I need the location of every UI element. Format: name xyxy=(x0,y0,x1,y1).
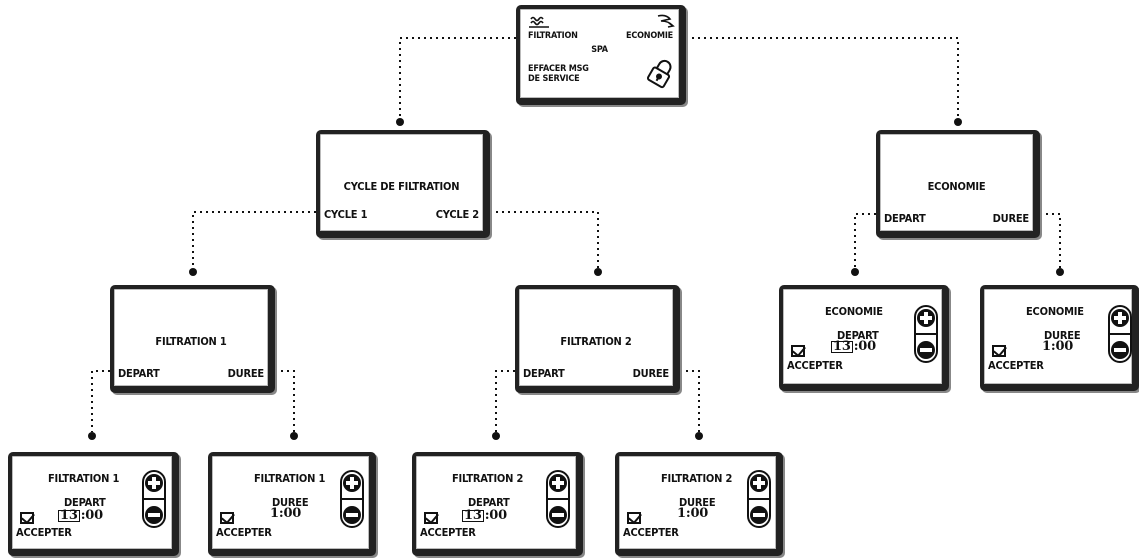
plus-icon[interactable] xyxy=(343,474,361,492)
main-menu-screen: FILTRATION ECONOMIE SPA EFFACER MSG DE S… xyxy=(516,5,686,105)
duree-option[interactable]: DUREE xyxy=(632,367,670,380)
checkmark-icon[interactable] xyxy=(992,345,1006,357)
setting-label: DUREE xyxy=(272,496,309,509)
cycle-filtration-screen: CYCLE DE FILTRATION CYCLE 1 CYCLE 2 xyxy=(316,130,490,238)
lock-icon xyxy=(646,59,672,89)
setting-label: DEPART xyxy=(64,496,106,509)
time-value: 1:00 xyxy=(270,506,302,521)
screen-title: FILTRATION 2 xyxy=(661,472,733,485)
screen-title: ECONOMIE xyxy=(927,180,986,193)
screen-title: FILTRATION 1 xyxy=(254,472,326,485)
plus-minus-control[interactable] xyxy=(340,470,364,528)
minus-icon[interactable] xyxy=(343,506,361,524)
plus-icon[interactable] xyxy=(1111,309,1129,327)
plus-minus-control[interactable] xyxy=(546,470,570,528)
spa-label: SPA xyxy=(591,45,608,55)
time-value: 1:00 xyxy=(677,506,709,521)
minus-icon[interactable] xyxy=(145,506,163,524)
economy-arrow-icon xyxy=(657,14,675,28)
plus-minus-control[interactable] xyxy=(747,470,771,528)
time-value: 1:00 xyxy=(1042,339,1074,354)
filtration2-depart-screen: FILTRATION 2 DEPART 13:00 ACCEPTER xyxy=(412,452,583,556)
setting-label: DEPART xyxy=(468,496,510,509)
checkmark-icon[interactable] xyxy=(220,512,234,524)
plus-icon[interactable] xyxy=(549,474,567,492)
plus-minus-control[interactable] xyxy=(914,305,938,363)
heat-waves-icon xyxy=(529,16,549,28)
filtration2-duree-screen: FILTRATION 2 DUREE 1:00 ACCEPTER xyxy=(615,452,783,556)
economie-depart-screen: ECONOMIE DEPART 13:00 ACCEPTER xyxy=(779,285,949,391)
screen-title: FILTRATION 2 xyxy=(560,335,632,348)
duree-option[interactable]: DUREE xyxy=(992,212,1030,225)
screen-title: ECONOMIE xyxy=(825,305,883,318)
setting-label: DUREE xyxy=(679,496,716,509)
accepter-button[interactable]: ACCEPTER xyxy=(16,526,72,539)
time-value: 13:00 xyxy=(831,339,876,354)
plus-icon[interactable] xyxy=(750,474,768,492)
cycle2-option[interactable]: CYCLE 2 xyxy=(435,208,479,221)
minus-icon[interactable] xyxy=(549,506,567,524)
checkmark-icon[interactable] xyxy=(20,512,34,524)
plus-minus-control[interactable] xyxy=(142,470,166,528)
plus-icon[interactable] xyxy=(917,309,935,327)
screen-title: FILTRATION 1 xyxy=(48,472,120,485)
checkmark-icon[interactable] xyxy=(627,512,641,524)
minus-icon[interactable] xyxy=(750,506,768,524)
filtration1-duree-screen: FILTRATION 1 DUREE 1:00 ACCEPTER xyxy=(208,452,376,556)
accepter-button[interactable]: ACCEPTER xyxy=(988,359,1044,372)
screen-title: ECONOMIE xyxy=(1026,305,1084,318)
setting-label: DEPART xyxy=(837,329,879,342)
screen-title: CYCLE DE FILTRATION xyxy=(343,180,460,193)
economie-screen: ECONOMIE DEPART DUREE xyxy=(876,130,1040,238)
depart-option[interactable]: DEPART xyxy=(118,367,160,380)
depart-option[interactable]: DEPART xyxy=(884,212,926,225)
accepter-button[interactable]: ACCEPTER xyxy=(420,526,476,539)
setting-label: DUREE xyxy=(1044,329,1081,342)
checkmark-icon[interactable] xyxy=(424,512,438,524)
effacer-msg-line2[interactable]: DE SERVICE xyxy=(528,74,580,84)
checkmark-icon[interactable] xyxy=(791,345,805,357)
effacer-msg-line1[interactable]: EFFACER MSG xyxy=(528,64,589,74)
cycle1-option[interactable]: CYCLE 1 xyxy=(324,208,368,221)
duree-option[interactable]: DUREE xyxy=(227,367,265,380)
accepter-button[interactable]: ACCEPTER xyxy=(787,359,843,372)
filtration1-depart-screen: FILTRATION 1 DEPART 13:00 ACCEPTER xyxy=(8,452,179,556)
depart-option[interactable]: DEPART xyxy=(523,367,565,380)
economie-duree-screen: ECONOMIE DUREE 1:00 ACCEPTER xyxy=(980,285,1139,391)
minus-icon[interactable] xyxy=(1111,341,1129,359)
minus-icon[interactable] xyxy=(917,341,935,359)
plus-icon[interactable] xyxy=(145,474,163,492)
filtration2-screen: FILTRATION 2 DEPART DUREE xyxy=(515,285,680,393)
accepter-button[interactable]: ACCEPTER xyxy=(623,526,679,539)
filtration-menu-item[interactable]: FILTRATION xyxy=(528,31,578,41)
economie-menu-item[interactable]: ECONOMIE xyxy=(626,31,674,41)
plus-minus-control[interactable] xyxy=(1108,305,1132,363)
time-value: 13:00 xyxy=(58,508,103,523)
filtration1-screen: FILTRATION 1 DEPART DUREE xyxy=(110,285,275,393)
accepter-button[interactable]: ACCEPTER xyxy=(216,526,272,539)
screen-title: FILTRATION 2 xyxy=(452,472,524,485)
screen-title: FILTRATION 1 xyxy=(155,335,227,348)
time-value: 13:00 xyxy=(462,508,507,523)
